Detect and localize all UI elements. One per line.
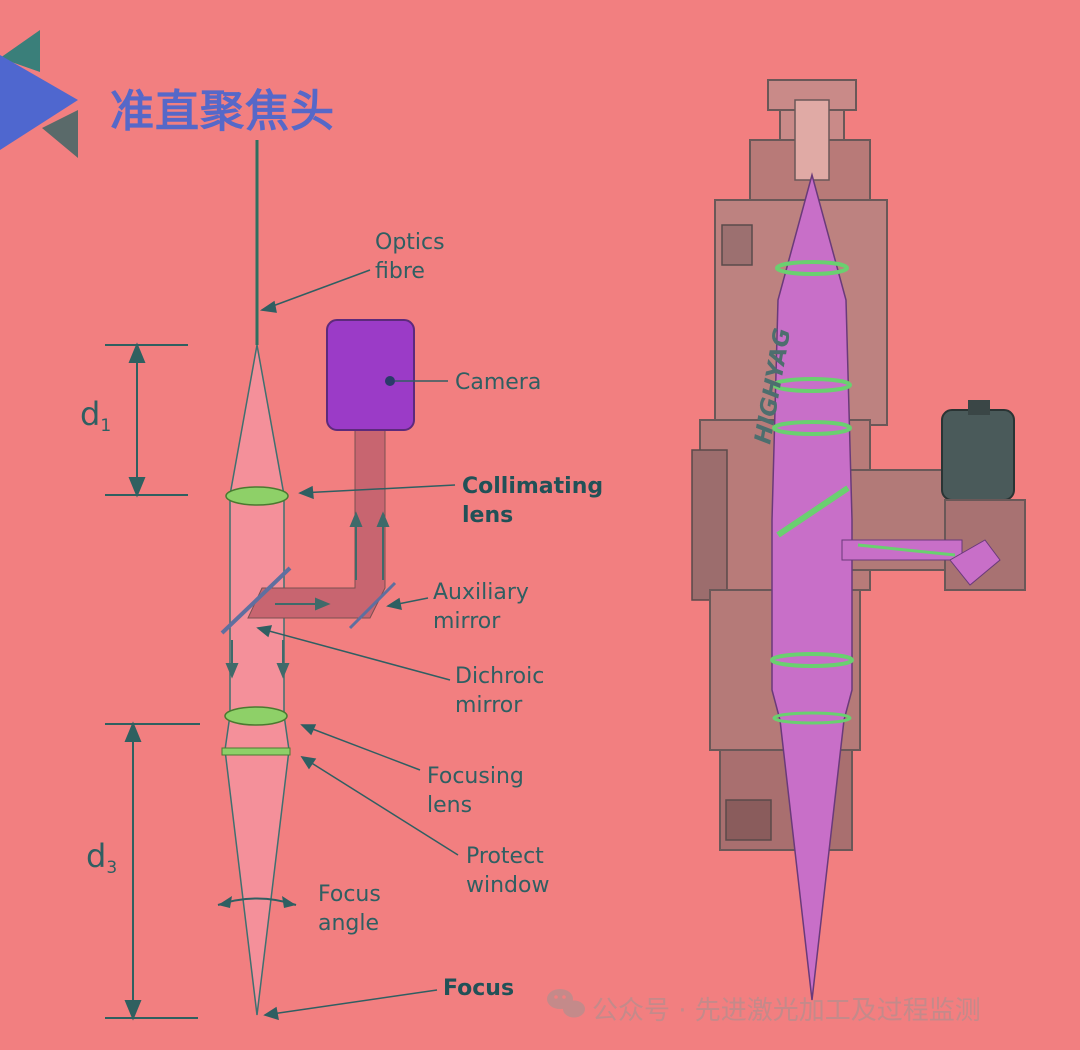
- label-optics-fibre: Optics fibre: [375, 230, 445, 284]
- page-title: 准直聚焦头: [110, 86, 335, 137]
- label-camera: Camera: [455, 370, 542, 395]
- label-dichroic-mirror: Dichroic mirror: [455, 664, 545, 718]
- logo-triangle-icon: [0, 30, 78, 158]
- dimension-d3: [105, 721, 200, 1021]
- wechat-icon: [547, 989, 585, 1018]
- label-focusing-lens: Focusing lens: [427, 764, 524, 818]
- laser-beam: [224, 344, 290, 1016]
- label-auxiliary-mirror: Auxiliary mirror: [433, 580, 529, 634]
- dimension-d1: [105, 342, 188, 498]
- collimating-lens: [225, 486, 289, 506]
- d3-label: d3: [86, 837, 118, 878]
- label-protect-window: Protect window: [466, 844, 550, 898]
- auxiliary-mirror: [348, 581, 397, 630]
- watermark: 公众号 · 先进激光加工及过程监测: [592, 996, 981, 1026]
- camera-box: [326, 319, 415, 431]
- camera-dot: [385, 376, 395, 386]
- leader-lines: [256, 269, 459, 1021]
- protect-window: [221, 747, 291, 756]
- laser-head-illustration: HIGHYAG: [691, 79, 1026, 1001]
- label-focus-angle: Focus angle: [318, 882, 381, 936]
- beam-arrows: [225, 511, 390, 679]
- focusing-lens: [224, 706, 288, 726]
- dichroic-mirror: [220, 566, 292, 635]
- d1-label: d1: [80, 395, 112, 436]
- label-focus: Focus: [443, 976, 515, 1001]
- label-collimating-lens: Collimating lens: [462, 474, 604, 528]
